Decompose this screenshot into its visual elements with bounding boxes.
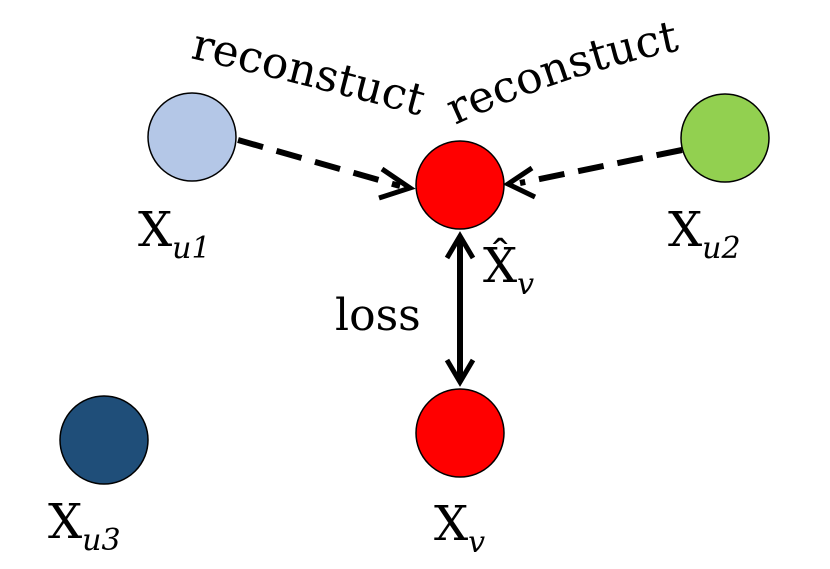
reconstruct-arrow-right (502, 147, 683, 200)
node-u2 (680, 93, 770, 183)
reconstruct-label-right: reconstuct (439, 11, 683, 135)
node-v (415, 388, 505, 478)
loss-label: loss (335, 290, 421, 341)
node-u3 (59, 395, 149, 485)
label-u1: Xu1 (138, 202, 211, 266)
loss-arrow (444, 231, 476, 387)
label-v-hat: X̂v (483, 236, 534, 302)
node-v-hat (415, 140, 505, 230)
node-u1 (147, 92, 237, 182)
label-v: Xv (434, 496, 485, 560)
reconstruct-arrow-left (237, 137, 416, 201)
label-u2: Xu2 (668, 202, 741, 266)
label-u3: Xu3 (48, 494, 121, 558)
